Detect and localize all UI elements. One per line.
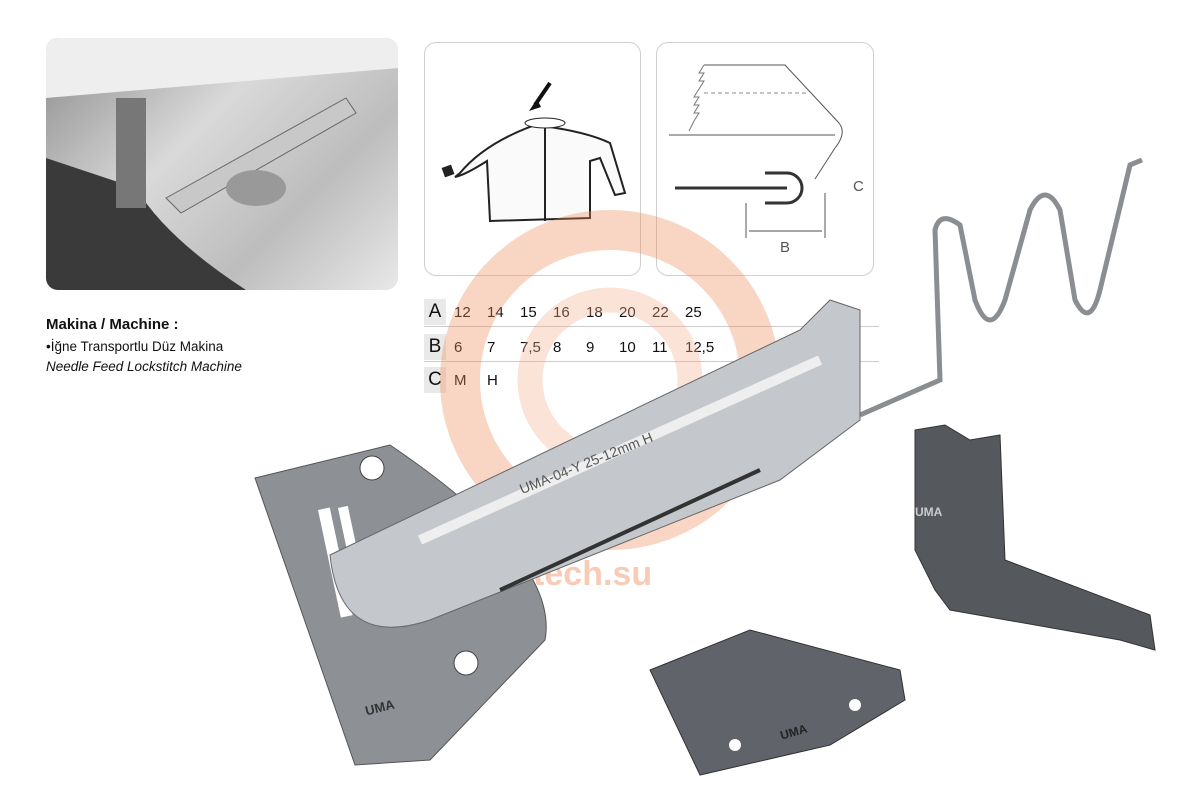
spec-value: M — [454, 371, 467, 389]
spec-row-a: A 12 14 15 16 18 20 22 25 — [424, 298, 879, 327]
spec-value: 10 — [619, 338, 636, 356]
machine-type-en: Needle Feed Lockstitch Machine — [46, 359, 242, 374]
sweater-illustration — [441, 81, 627, 223]
spec-row-c: C M H — [424, 366, 879, 394]
dimension-c-label: C — [853, 178, 864, 195]
spec-value: 6 — [454, 338, 463, 356]
spec-value: 9 — [586, 338, 595, 356]
machine-type-tr: •İğne Transportlu Düz Makina — [46, 339, 224, 354]
spec-value: H — [487, 371, 498, 389]
spec-value: 15 — [520, 303, 537, 321]
garment-diagram-panel — [424, 42, 641, 276]
spec-row-b: B 6 7 7,5 8 9 10 11 12,5 — [424, 333, 879, 362]
spec-value: 25 — [685, 303, 702, 321]
dimension-b-label: B — [780, 239, 791, 256]
spec-value: 14 — [487, 303, 504, 321]
binding-fold-diagram — [669, 64, 843, 238]
spec-value: 20 — [619, 303, 636, 321]
machine-heading: Makina / Machine : — [46, 316, 179, 333]
wire-guide — [858, 157, 1143, 418]
spec-value: 16 — [553, 303, 570, 321]
brand-logo-foot: UMA — [915, 505, 943, 519]
machine-photo-drawing — [46, 38, 398, 290]
spec-key: A — [424, 299, 446, 325]
spec-value: 11 — [652, 338, 668, 356]
spec-key: C — [424, 367, 446, 393]
spec-value: 22 — [652, 303, 669, 321]
machine-photo — [46, 38, 398, 290]
presser-foot — [914, 424, 1156, 651]
spec-value: 12 — [454, 303, 471, 321]
spec-value: 12,5 — [685, 338, 715, 356]
spec-value: 7 — [487, 338, 496, 356]
spec-value: 18 — [586, 303, 603, 321]
feed-dog — [649, 629, 906, 776]
spec-key: B — [424, 334, 446, 360]
spec-value: 7,5 — [520, 338, 541, 356]
spec-value: 8 — [553, 338, 562, 356]
fold-diagram-panel: B C — [656, 42, 874, 276]
